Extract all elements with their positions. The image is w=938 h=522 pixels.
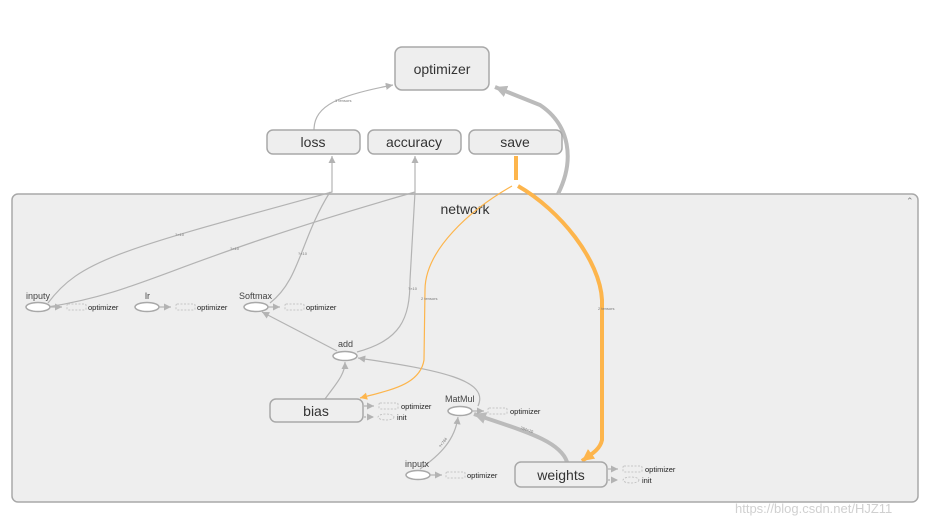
edge-label: 2 tensors — [598, 306, 614, 311]
network-label: network — [440, 201, 490, 217]
svg-text:lr: lr — [145, 291, 150, 301]
loss-node[interactable]: loss — [266, 129, 361, 155]
svg-text:inputy: inputy — [26, 291, 51, 301]
weights-node[interactable]: weights optimizer init — [514, 461, 676, 488]
optimizer-node[interactable]: optimizer — [394, 46, 490, 91]
add-node[interactable]: add — [332, 339, 358, 362]
edge-label-inputx-matmul: ?×784 — [438, 436, 449, 449]
edge-label: ?×10 — [175, 232, 185, 237]
lr-node[interactable]: lr optimizer — [134, 291, 228, 313]
svg-text:optimizer: optimizer — [401, 402, 432, 411]
edges: 1 tensors ?×10 ?×10 ?×10 ?×10 ?×784 784×… — [47, 82, 614, 470]
svg-text:init: init — [642, 476, 653, 485]
svg-text:optimizer: optimizer — [306, 303, 337, 312]
bias-node[interactable]: bias optimizer init — [269, 398, 432, 423]
edge-label: ?×10 — [408, 286, 418, 291]
svg-text:inputx: inputx — [405, 459, 430, 469]
edge-label: 2 tensors — [421, 296, 437, 301]
svg-text:add: add — [338, 339, 353, 349]
svg-text:optimizer: optimizer — [510, 407, 541, 416]
edge-label: ?×10 — [230, 246, 240, 251]
svg-text:optimizer: optimizer — [467, 471, 498, 480]
softmax-node[interactable]: Softmax optimizer — [239, 291, 337, 313]
svg-text:MatMul: MatMul — [445, 394, 475, 404]
svg-text:optimizer: optimizer — [414, 61, 471, 77]
svg-text:optimizer: optimizer — [645, 465, 676, 474]
svg-text:Softmax: Softmax — [239, 291, 273, 301]
accuracy-node[interactable]: accuracy — [367, 129, 462, 155]
svg-text:init: init — [397, 413, 408, 422]
svg-text:weights: weights — [536, 467, 584, 483]
svg-text:save: save — [500, 134, 530, 150]
svg-text:optimizer: optimizer — [88, 303, 119, 312]
edge-label-weights-matmul: 784×10 — [520, 425, 535, 434]
svg-text:bias: bias — [303, 403, 329, 419]
matmul-node[interactable]: MatMul optimizer — [445, 394, 541, 417]
inputy-node[interactable]: inputy optimizer — [25, 291, 119, 313]
edge-label: ?×10 — [298, 251, 308, 256]
svg-text:loss: loss — [301, 134, 326, 150]
svg-text:accuracy: accuracy — [386, 134, 442, 150]
svg-text:optimizer: optimizer — [197, 303, 228, 312]
save-node[interactable]: save — [468, 129, 563, 155]
network-group[interactable]: network ⌃ — [11, 193, 919, 503]
inputx-node[interactable]: inputx optimizer — [405, 459, 498, 481]
watermark: https://blog.csdn.net/HJZ11 — [735, 501, 892, 516]
collapse-icon[interactable]: ⌃ — [906, 196, 914, 206]
edge-label: 1 tensors — [335, 98, 351, 103]
